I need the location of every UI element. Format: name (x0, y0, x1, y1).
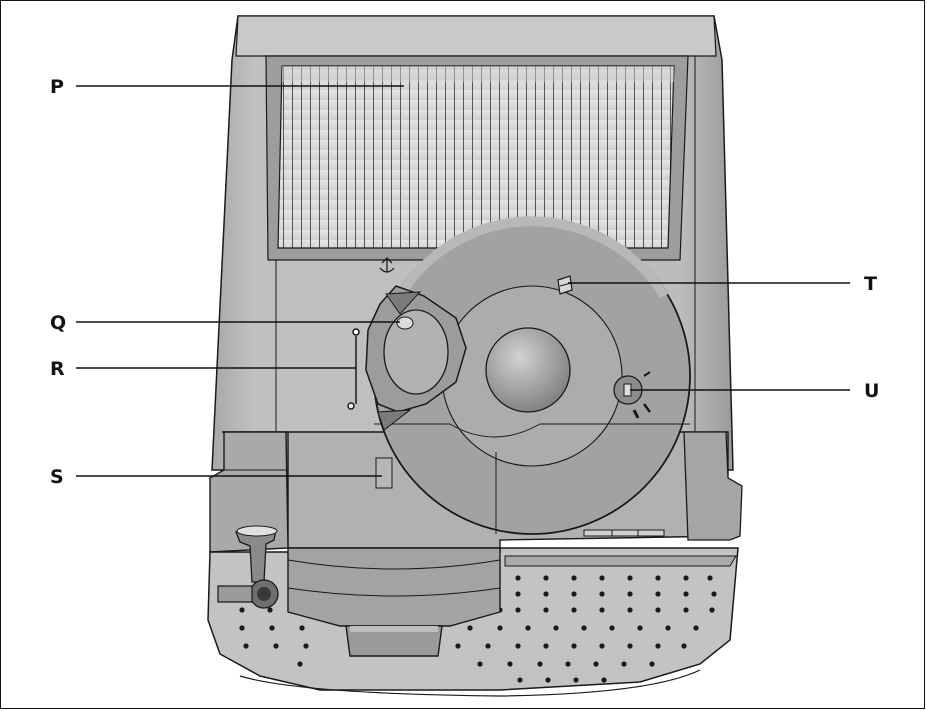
drip-hole (601, 677, 607, 683)
drip-hole (681, 643, 687, 649)
drip-hole (627, 575, 633, 581)
drip-hole (543, 575, 549, 581)
drip-hole (599, 643, 605, 649)
drip-hole (477, 661, 483, 667)
drip-hole (637, 625, 643, 631)
drip-hole (655, 607, 661, 613)
drip-hole (711, 591, 717, 597)
lid-arrow-icon (379, 257, 395, 273)
drip-hole (683, 607, 689, 613)
drip-hole (515, 575, 521, 581)
drip-hole (655, 591, 661, 597)
callout-label-p: P (50, 76, 64, 98)
drip-hole (303, 643, 309, 649)
leader-lines (76, 85, 850, 477)
drip-hole (515, 607, 521, 613)
drip-hole (297, 661, 303, 667)
grind-adjust-knob (613, 371, 651, 419)
drip-hole (273, 643, 279, 649)
drip-hole (553, 625, 559, 631)
drip-hole (609, 625, 615, 631)
callout-label-q: Q (50, 312, 66, 334)
drip-hole (543, 607, 549, 613)
drip-hole (239, 607, 245, 613)
drip-hole (517, 677, 523, 683)
service-door (375, 457, 393, 489)
drip-hole (693, 625, 699, 631)
drip-hole (683, 591, 689, 597)
callout-label-r: R (50, 358, 65, 380)
steam-nozzle (217, 525, 279, 609)
drip-hole (599, 575, 605, 581)
grinder-disc (373, 216, 691, 535)
drip-hole (571, 643, 577, 649)
callout-label-t: T (864, 273, 877, 295)
drip-hole (571, 607, 577, 613)
drip-hole (665, 625, 671, 631)
drip-hole (627, 607, 633, 613)
drip-hole (239, 625, 245, 631)
drip-hole (515, 591, 521, 597)
drip-hole (497, 625, 503, 631)
drip-hole (515, 643, 521, 649)
drip-hole (543, 643, 549, 649)
drip-hole (507, 661, 513, 667)
callout-label-u: U (864, 380, 879, 402)
drip-hole (543, 591, 549, 597)
drip-hole (621, 661, 627, 667)
drip-tray-holes (239, 575, 717, 683)
drip-hole (545, 677, 551, 683)
drip-hole (571, 591, 577, 597)
dispenser-lever (365, 285, 467, 431)
height-scale (347, 328, 360, 410)
drip-hole (267, 607, 273, 613)
drip-hole (581, 625, 587, 631)
drip-hole (269, 625, 275, 631)
drip-hole (599, 607, 605, 613)
coffee-powder-chute-icon (557, 275, 573, 295)
drip-hole (707, 575, 713, 581)
drip-hole (455, 643, 461, 649)
drip-hole (655, 643, 661, 649)
drip-hole (565, 661, 571, 667)
drip-hole (599, 591, 605, 597)
drip-hole (243, 643, 249, 649)
drip-hole (627, 643, 633, 649)
callout-label-s: S (50, 466, 64, 488)
drip-hole (649, 661, 655, 667)
drip-hole (467, 625, 473, 631)
drip-hole (485, 643, 491, 649)
drip-hole (627, 591, 633, 597)
drip-hole (299, 625, 305, 631)
drip-hole (593, 661, 599, 667)
bean-container-lid (265, 55, 689, 261)
drip-hole (571, 575, 577, 581)
drip-hole (709, 607, 715, 613)
coffee-outlet (287, 547, 501, 657)
drip-hole (537, 661, 543, 667)
drip-hole (683, 575, 689, 581)
drip-hole (525, 625, 531, 631)
drip-hole (573, 677, 579, 683)
drip-hole (655, 575, 661, 581)
